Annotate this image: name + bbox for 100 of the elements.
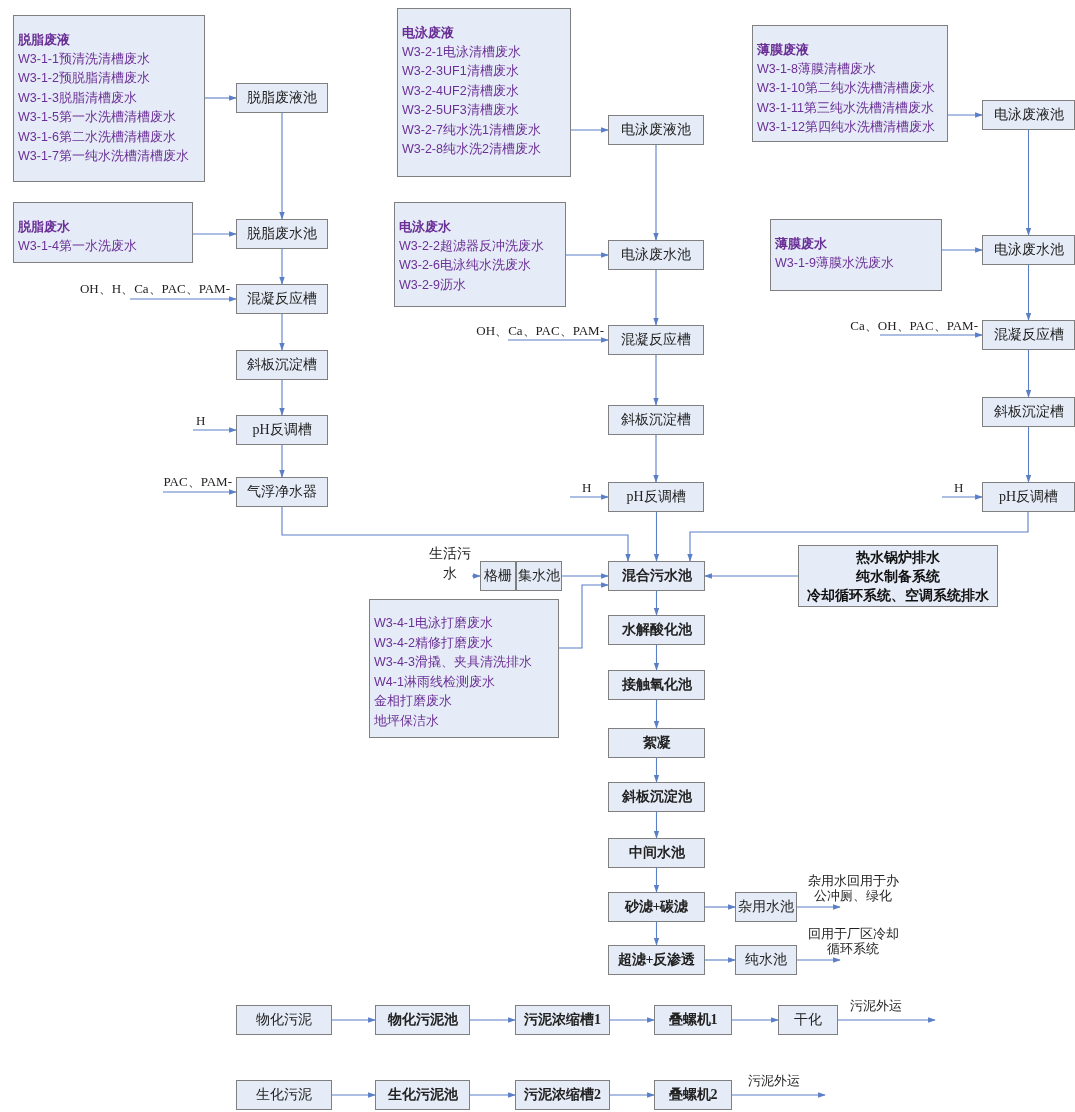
list-item: W3-1-5第一水洗槽清槽废水	[18, 109, 176, 126]
box-label: 污泥浓缩槽1	[524, 1011, 601, 1029]
arrow	[192, 427, 237, 433]
arrow	[941, 494, 983, 500]
arrow	[653, 757, 660, 783]
arrow	[471, 573, 481, 579]
box-label: 斜板沉淀槽	[993, 403, 1064, 421]
source-list-box	[13, 202, 193, 263]
list-item: W3-2-8纯水洗2清槽废水	[402, 141, 541, 158]
box-label: 集水池	[518, 567, 560, 585]
process-box	[236, 477, 328, 507]
process-box	[982, 320, 1075, 350]
list-item: W3-2-6电泳纯水洗废水	[399, 257, 531, 274]
list-item: 纯水制备系统	[856, 567, 940, 586]
list-item: W3-1-2预脱脂清槽废水	[18, 70, 150, 87]
box-label: 砂滤+碳滤	[624, 898, 689, 916]
list-item: W4-1淋雨线检测废水	[374, 673, 495, 691]
arrow	[469, 1092, 516, 1098]
arrow	[704, 573, 799, 579]
list-item: 热水锅炉排水	[856, 548, 940, 567]
list-item: W3-2-1电泳清槽废水	[402, 43, 521, 61]
box-label: 纯水池	[745, 951, 787, 969]
list-item: W3-1-10第二纯水洗槽清槽废水	[757, 80, 935, 97]
list-item: W3-2-9沥水	[399, 276, 466, 294]
arrow	[279, 112, 285, 220]
process-box	[236, 284, 328, 314]
box-label: 斜板沉淀槽	[247, 356, 317, 374]
arrow	[1025, 129, 1032, 236]
process-box	[608, 615, 705, 645]
box-label: 接触氧化池	[621, 676, 692, 694]
edge-label: H	[954, 480, 965, 495]
arrow	[279, 248, 285, 285]
list-heading: 脱脂废水	[18, 218, 70, 236]
edge-label: 杂用水回用于办公冲厕、绿化	[806, 873, 900, 903]
list-item: W3-2-3UF1清槽废水	[402, 63, 519, 80]
box-label: 中间水池	[628, 844, 685, 862]
process-box	[982, 397, 1075, 427]
process-box	[236, 1080, 332, 1110]
list-heading: 薄膜废液	[757, 41, 809, 59]
list-item: W3-1-4第一水洗废水	[18, 237, 137, 255]
list-item: W3-1-12第四纯水洗槽清槽废水	[757, 119, 935, 136]
process-box	[608, 240, 704, 270]
box-label: 混凝反应槽	[621, 331, 691, 349]
arrow	[570, 127, 609, 133]
box-label: 混合污水池	[621, 567, 692, 585]
arrow	[731, 1092, 826, 1098]
box-label: 叠螺机2	[668, 1086, 718, 1104]
arrow	[204, 95, 237, 101]
list-item: W3-1-6第二水洗槽清槽废水	[18, 128, 176, 146]
arrow	[653, 354, 659, 406]
list-item: 地坪保洁水	[374, 712, 439, 730]
box-label: 水解酸化池	[621, 621, 692, 639]
edge-label: H	[582, 480, 593, 495]
arrow	[653, 144, 659, 241]
arrow	[331, 1092, 376, 1098]
process-box	[236, 83, 328, 113]
box-label: 格栅	[484, 567, 512, 585]
box-label: pH反调槽	[252, 421, 312, 439]
box-label: 斜板沉淀池	[621, 788, 692, 806]
arrow	[653, 434, 659, 483]
box-label: 脱脂废水池	[247, 225, 317, 243]
arrow	[653, 867, 660, 893]
list-item: W3-1-3脱脂清槽废水	[18, 89, 137, 107]
process-box	[608, 561, 705, 591]
box-label: 脱脂废液池	[247, 89, 317, 107]
arrow	[281, 506, 631, 562]
arrow	[947, 112, 983, 118]
source-label: 生活污水	[428, 544, 472, 586]
arrow	[1025, 349, 1032, 398]
arrow	[565, 252, 609, 258]
process-box	[236, 219, 328, 249]
process-box	[982, 235, 1075, 265]
arrow	[569, 494, 609, 500]
process-box	[608, 838, 705, 868]
arrow	[653, 921, 660, 946]
process-box	[236, 415, 328, 445]
list-item: 冷却循环系统、空调系统排水	[807, 586, 989, 605]
arrow	[731, 1017, 779, 1023]
arrow	[796, 904, 841, 910]
box-label: 电泳废水池	[993, 241, 1064, 259]
edge-label: OH、H、Ca、PAC、PAM-	[79, 281, 230, 296]
arrow	[837, 1017, 936, 1023]
box-label: 污泥浓缩槽2	[524, 1086, 601, 1104]
process-box	[608, 482, 704, 512]
process-box	[608, 945, 705, 975]
list-item: W3-1-9薄膜水洗废水	[775, 254, 894, 272]
arrow	[653, 511, 660, 562]
process-box	[236, 350, 328, 380]
list-item: W3-2-2超滤器反冲洗废水	[399, 237, 544, 255]
edge-label: H	[196, 413, 207, 428]
arrow	[279, 444, 285, 478]
list-item: W3-2-4UF2清槽废水	[402, 82, 519, 100]
process-box	[515, 1005, 610, 1035]
list-item: W3-1-11第三纯水洗槽清槽废水	[757, 99, 934, 117]
list-heading: 薄膜废水	[775, 235, 827, 253]
process-box	[982, 100, 1075, 130]
edge-label: 污泥外运	[748, 1073, 801, 1088]
arrow	[331, 1017, 376, 1023]
list-item: W3-1-1预清洗清槽废水	[18, 50, 150, 68]
process-box	[516, 561, 562, 591]
